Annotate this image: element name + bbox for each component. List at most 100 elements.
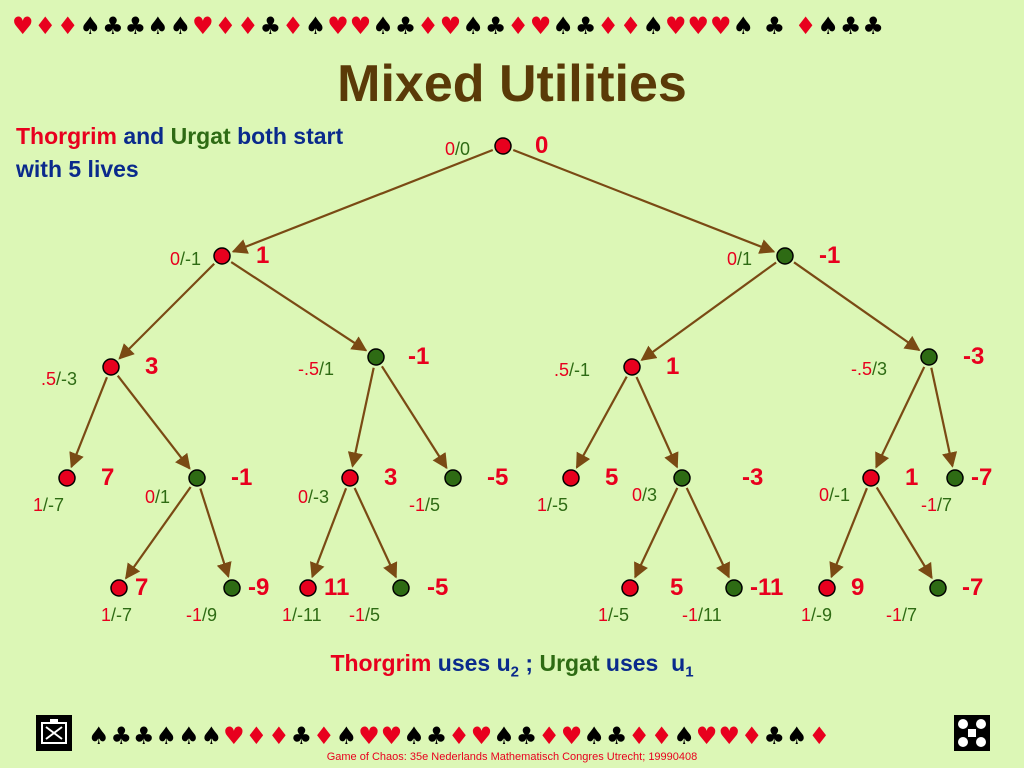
lives-label-LR: -.5/1 bbox=[298, 359, 335, 379]
utility-value-d: -5 bbox=[427, 574, 449, 601]
lives-label-LLR: 0/1 bbox=[145, 487, 171, 507]
utility-value-LLR: -1 bbox=[231, 464, 253, 491]
tree-edge-LR-LRR bbox=[380, 365, 448, 470]
tree-edges bbox=[69, 148, 958, 580]
tree-node-e bbox=[621, 579, 639, 597]
tree-edge-RL-RLR bbox=[635, 376, 679, 469]
tree-node-LLL bbox=[58, 469, 76, 487]
tree-edge-L-LL bbox=[118, 263, 215, 360]
suit-border-bottom: ♠♣♣♠♠♠♥♦♦♣♦♠♥♥♠♣♦♥♠♣♦♥♠♣♦♦♠♥♥♦♣♠♦ bbox=[88, 722, 832, 750]
tree-edge-RRL-h bbox=[875, 486, 933, 580]
utility-value-RRL: 1 bbox=[905, 464, 919, 491]
chaos-logo-icon bbox=[954, 715, 990, 751]
tree-edge-RRL-g bbox=[829, 487, 868, 579]
footer-thorgrim: Thorgrim bbox=[330, 650, 432, 676]
footer-uses-1: uses bbox=[437, 650, 491, 676]
utility-value-b: -9 bbox=[248, 574, 270, 601]
lives-label-d: -1/5 bbox=[349, 605, 381, 625]
tree-node-LL bbox=[102, 358, 120, 376]
utility-value-e: 5 bbox=[670, 574, 684, 601]
intro-urgat: Urgat bbox=[170, 123, 231, 149]
page-title: Mixed Utilities bbox=[337, 55, 687, 113]
tree-node-RL bbox=[623, 358, 641, 376]
tree-node-RR bbox=[920, 348, 938, 366]
lives-label-c: 1/-11 bbox=[282, 605, 322, 625]
footer-separator: ; bbox=[525, 650, 534, 676]
tree-node-h bbox=[929, 579, 947, 597]
credit-line: Game of Chaos: 35e Nederlands Mathematis… bbox=[326, 751, 698, 763]
tree-node-LR bbox=[367, 348, 385, 366]
tree-node-b bbox=[223, 579, 241, 597]
lives-label-RL: .5/-1 bbox=[554, 360, 591, 380]
utility-value-RL: 1 bbox=[666, 353, 680, 380]
university-logo-icon bbox=[36, 715, 72, 751]
lives-label-LRR: -1/5 bbox=[409, 495, 441, 515]
lives-label-LL: .5/-3 bbox=[41, 369, 78, 389]
tree-node-d bbox=[392, 579, 410, 597]
tree-edge-RL-RLL bbox=[575, 376, 628, 469]
footer-uses-2: uses bbox=[605, 650, 659, 676]
tree-node-RLR bbox=[673, 469, 691, 487]
tree-edge-LL-LLL bbox=[69, 376, 108, 469]
utility-value-R: -1 bbox=[819, 242, 841, 269]
intro-rest: both start with 5 lives bbox=[16, 123, 344, 182]
utility-value-RLR: -3 bbox=[742, 464, 764, 491]
utility-value-LRL: 3 bbox=[384, 464, 398, 491]
tree-node-LRR bbox=[444, 469, 462, 487]
tree-node-root bbox=[494, 137, 512, 155]
tree-node-RRR bbox=[946, 469, 964, 487]
utility-value-a: 7 bbox=[135, 574, 149, 601]
utility-value-LL: 3 bbox=[145, 353, 159, 380]
utility-value-c: 11 bbox=[324, 574, 350, 601]
utility-value-LR: -1 bbox=[408, 343, 430, 370]
tree-edge-R-RL bbox=[640, 261, 777, 361]
tree-nodes bbox=[58, 137, 964, 597]
utility-value-LRR: -5 bbox=[487, 464, 509, 491]
footer-statement: Thorgrim uses u2 ; Urgat uses u1 bbox=[0, 650, 1024, 681]
lives-label-b: -1/9 bbox=[186, 605, 218, 625]
lives-label-LRL: 0/-3 bbox=[298, 487, 330, 507]
tree-node-LLR bbox=[188, 469, 206, 487]
tree-edge-LL-LLR bbox=[116, 375, 191, 470]
lives-label-h: -1/7 bbox=[886, 605, 918, 625]
utility-value-f: -11 bbox=[750, 574, 784, 601]
tree-edge-LRL-c bbox=[310, 487, 348, 579]
utility-value-root: 0 bbox=[535, 132, 549, 159]
tree-node-RLL bbox=[562, 469, 580, 487]
utility-value-LLL: 7 bbox=[101, 464, 115, 491]
tree-node-f bbox=[725, 579, 743, 597]
tree-edge-L-LR bbox=[230, 261, 368, 352]
utility-value-L: 1 bbox=[256, 242, 270, 269]
tree-edge-LLR-b bbox=[199, 488, 232, 579]
lives-label-a: 1/-7 bbox=[101, 605, 133, 625]
lives-label-RRR: -1/7 bbox=[921, 495, 953, 515]
utility-value-g: 9 bbox=[851, 574, 865, 601]
tree-edge-R-RR bbox=[793, 261, 921, 352]
tree-node-R bbox=[776, 247, 794, 265]
footer-utility-1: u1 bbox=[671, 650, 694, 681]
footer-urgat: Urgat bbox=[539, 650, 600, 676]
lives-label-RRL: 0/-1 bbox=[819, 485, 851, 505]
tree-edge-LRL-d bbox=[353, 487, 398, 579]
utility-value-RLL: 5 bbox=[605, 464, 619, 491]
tree-edge-RR-RRL bbox=[875, 366, 926, 469]
lives-label-R: 0/1 bbox=[727, 249, 753, 269]
utility-value-RRR: -7 bbox=[971, 464, 993, 491]
tree-edge-LLR-a bbox=[125, 486, 192, 580]
tree-node-a bbox=[110, 579, 128, 597]
tree-node-RRL bbox=[862, 469, 880, 487]
lives-label-g: 1/-9 bbox=[801, 605, 833, 625]
tree-edge-RLR-e bbox=[634, 487, 679, 579]
intro-text: Thorgrim and Urgat both start with 5 liv… bbox=[16, 120, 376, 186]
suit-border-top: ♥♦♦♠♣♣♠♠♥♦♦♣♦♠♥♥♠♣♦♥♠♣♦♥♠♣♦♦♠♥♥♥♠ ♣ ♦♠♣♣ bbox=[12, 12, 885, 40]
lives-label-root: 0/0 bbox=[445, 139, 471, 159]
intro-thorgrim: Thorgrim bbox=[16, 123, 117, 149]
footer-utility-2: u2 bbox=[496, 650, 520, 681]
tree-node-L bbox=[213, 247, 231, 265]
utility-value-RR: -3 bbox=[963, 343, 985, 370]
tree-node-g bbox=[818, 579, 836, 597]
tree-edge-root-L bbox=[231, 148, 494, 254]
lives-label-RR: -.5/3 bbox=[851, 359, 888, 379]
tree-edge-LR-LRL bbox=[347, 367, 375, 468]
